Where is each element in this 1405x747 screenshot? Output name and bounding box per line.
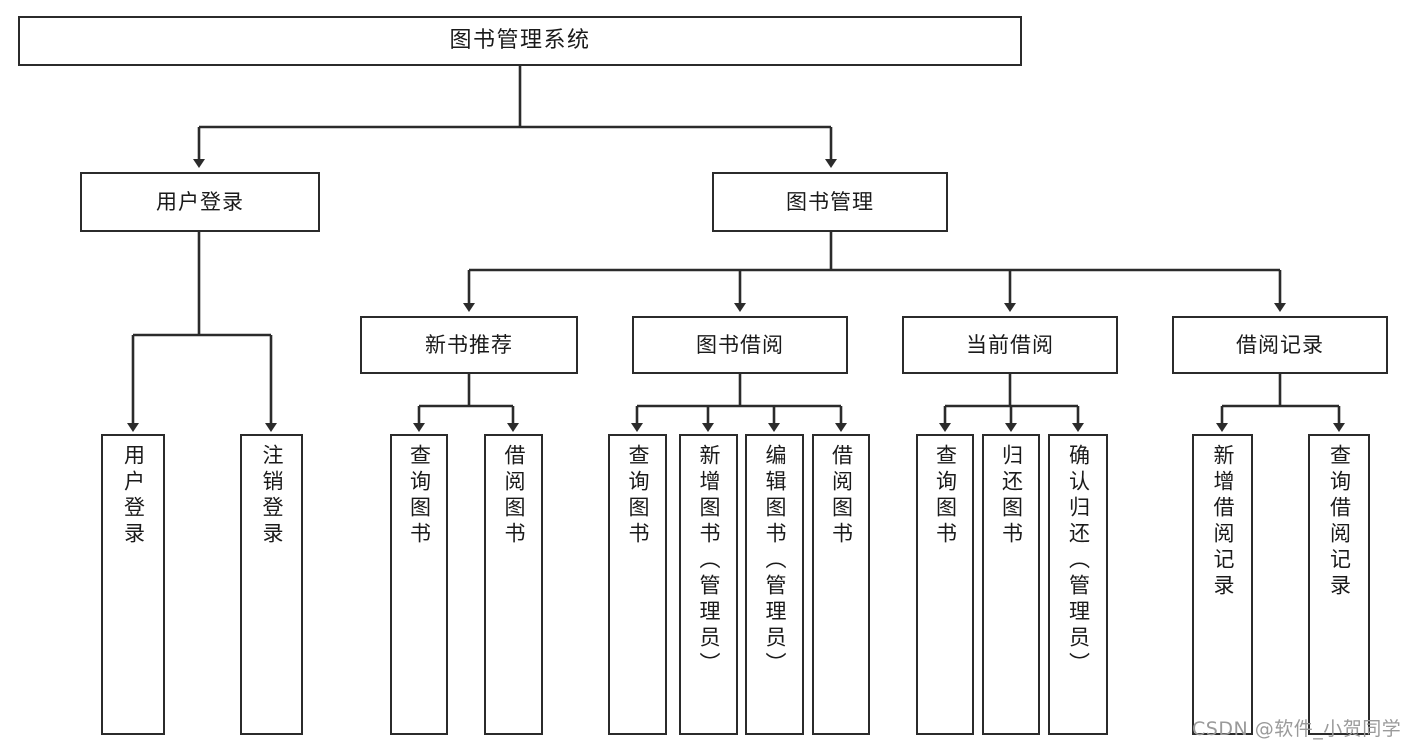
leaf-user-login-logout[interactable]: 注销登录 — [240, 434, 303, 735]
node-label: 借阅记录 — [1236, 332, 1324, 357]
node-label: 归还图书 — [999, 444, 1024, 548]
node-label: 当前借阅 — [966, 332, 1054, 357]
node-root-book-management-system[interactable]: 图书管理系统 — [18, 16, 1022, 66]
leaf-borrow-borrow-book[interactable]: 借阅图书 — [812, 434, 870, 735]
node-label: 新增图书（管理员） — [697, 444, 721, 678]
node-label: 用户登录 — [156, 189, 244, 214]
node-label: 借阅图书 — [502, 444, 526, 548]
node-borrow-record[interactable]: 借阅记录 — [1172, 316, 1388, 374]
leaf-new-book-borrow-book[interactable]: 借阅图书 — [484, 434, 543, 735]
node-label: 注销登录 — [260, 444, 284, 548]
node-label: 确认归还（管理员） — [1066, 444, 1091, 678]
leaf-user-login-login[interactable]: 用户登录 — [101, 434, 165, 735]
leaf-current-query-book[interactable]: 查询图书 — [916, 434, 974, 735]
node-label: 用户登录 — [121, 444, 146, 548]
leaf-borrow-edit-book-admin[interactable]: 编辑图书（管理员） — [745, 434, 804, 735]
node-label: 查询借阅记录 — [1327, 444, 1352, 600]
node-label: 图书管理 — [786, 189, 874, 214]
node-label: 借阅图书 — [829, 444, 854, 548]
leaf-record-query-borrow-record[interactable]: 查询借阅记录 — [1308, 434, 1370, 735]
node-book-management[interactable]: 图书管理 — [712, 172, 948, 232]
node-label: 新增借阅记录 — [1211, 444, 1235, 600]
node-label: 查询图书 — [933, 444, 958, 548]
node-current-borrow[interactable]: 当前借阅 — [902, 316, 1118, 374]
csdn-watermark: CSDN @软件_小贺同学 — [1192, 718, 1402, 740]
node-label: 图书借阅 — [696, 332, 784, 357]
node-book-borrow[interactable]: 图书借阅 — [632, 316, 848, 374]
node-label: 查询图书 — [626, 444, 650, 548]
leaf-record-add-borrow-record[interactable]: 新增借阅记录 — [1192, 434, 1253, 735]
leaf-new-book-query-book[interactable]: 查询图书 — [390, 434, 448, 735]
leaf-current-confirm-return-admin[interactable]: 确认归还（管理员） — [1048, 434, 1108, 735]
node-label: 查询图书 — [407, 444, 432, 548]
node-label: 新书推荐 — [425, 332, 513, 357]
leaf-current-return-book[interactable]: 归还图书 — [982, 434, 1040, 735]
node-label: 编辑图书（管理员） — [763, 444, 787, 678]
node-user-login[interactable]: 用户登录 — [80, 172, 320, 232]
leaf-borrow-add-book-admin[interactable]: 新增图书（管理员） — [679, 434, 738, 735]
node-label: 图书管理系统 — [449, 28, 591, 54]
node-new-book-recommendation[interactable]: 新书推荐 — [360, 316, 578, 374]
leaf-borrow-query-book[interactable]: 查询图书 — [608, 434, 667, 735]
